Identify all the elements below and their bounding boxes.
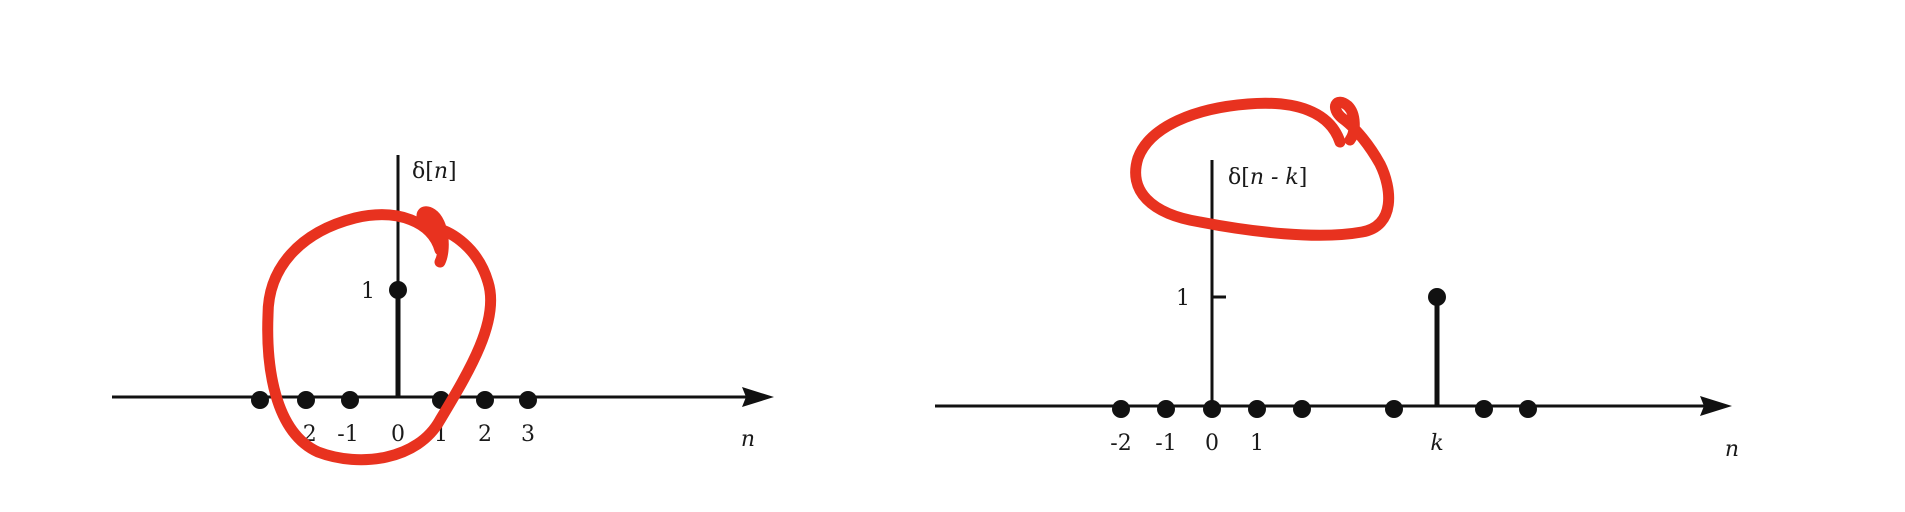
sample-dot (251, 391, 269, 409)
impulse-dot (389, 281, 407, 299)
annotation-circle (262, 206, 497, 466)
y-tick-label: 1 (1176, 286, 1190, 311)
sample-dot (1293, 400, 1311, 418)
sample-dot (519, 391, 537, 409)
sample-dot (1203, 400, 1221, 418)
y-axis-label: δ[n - k] (1228, 165, 1307, 190)
sample-dot (1385, 400, 1403, 418)
sample-dot (476, 391, 494, 409)
y-tick-label: 1 (361, 279, 375, 304)
x-axis-label: n (741, 427, 755, 452)
x-tick-label: 0 (1205, 431, 1219, 456)
x-axis-arrowhead (742, 387, 774, 407)
x-tick-label: -2 (1110, 431, 1131, 456)
x-tick-label: 3 (521, 422, 535, 447)
sample-dot (341, 391, 359, 409)
x-tick-label: 0 (391, 422, 405, 447)
x-tick-label: -1 (1155, 431, 1176, 456)
x-tick-label: 2 (478, 422, 492, 447)
y-axis-label: δ[n] (412, 159, 457, 184)
sample-dot (1112, 400, 1130, 418)
diagram-shifted-impulse: 1 δ[n - k] -2 -1 0 1 k n (935, 96, 1739, 462)
sample-dot (1475, 400, 1493, 418)
x-tick-label: -1 (337, 422, 358, 447)
annotation-circle (1130, 96, 1395, 241)
sample-dot (1519, 400, 1537, 418)
x-axis-arrowhead (1700, 396, 1732, 416)
x-tick-label-k: k (1430, 431, 1443, 456)
diagram-unit-impulse: δ[n] 1 -2 -1 0 1 2 3 n (112, 155, 774, 466)
sample-dot (297, 391, 315, 409)
sample-dot (1248, 400, 1266, 418)
x-tick-label: 1 (1250, 431, 1264, 456)
x-axis-label: n (1725, 437, 1739, 462)
impulse-dot (1428, 288, 1446, 306)
sample-dot (1157, 400, 1175, 418)
